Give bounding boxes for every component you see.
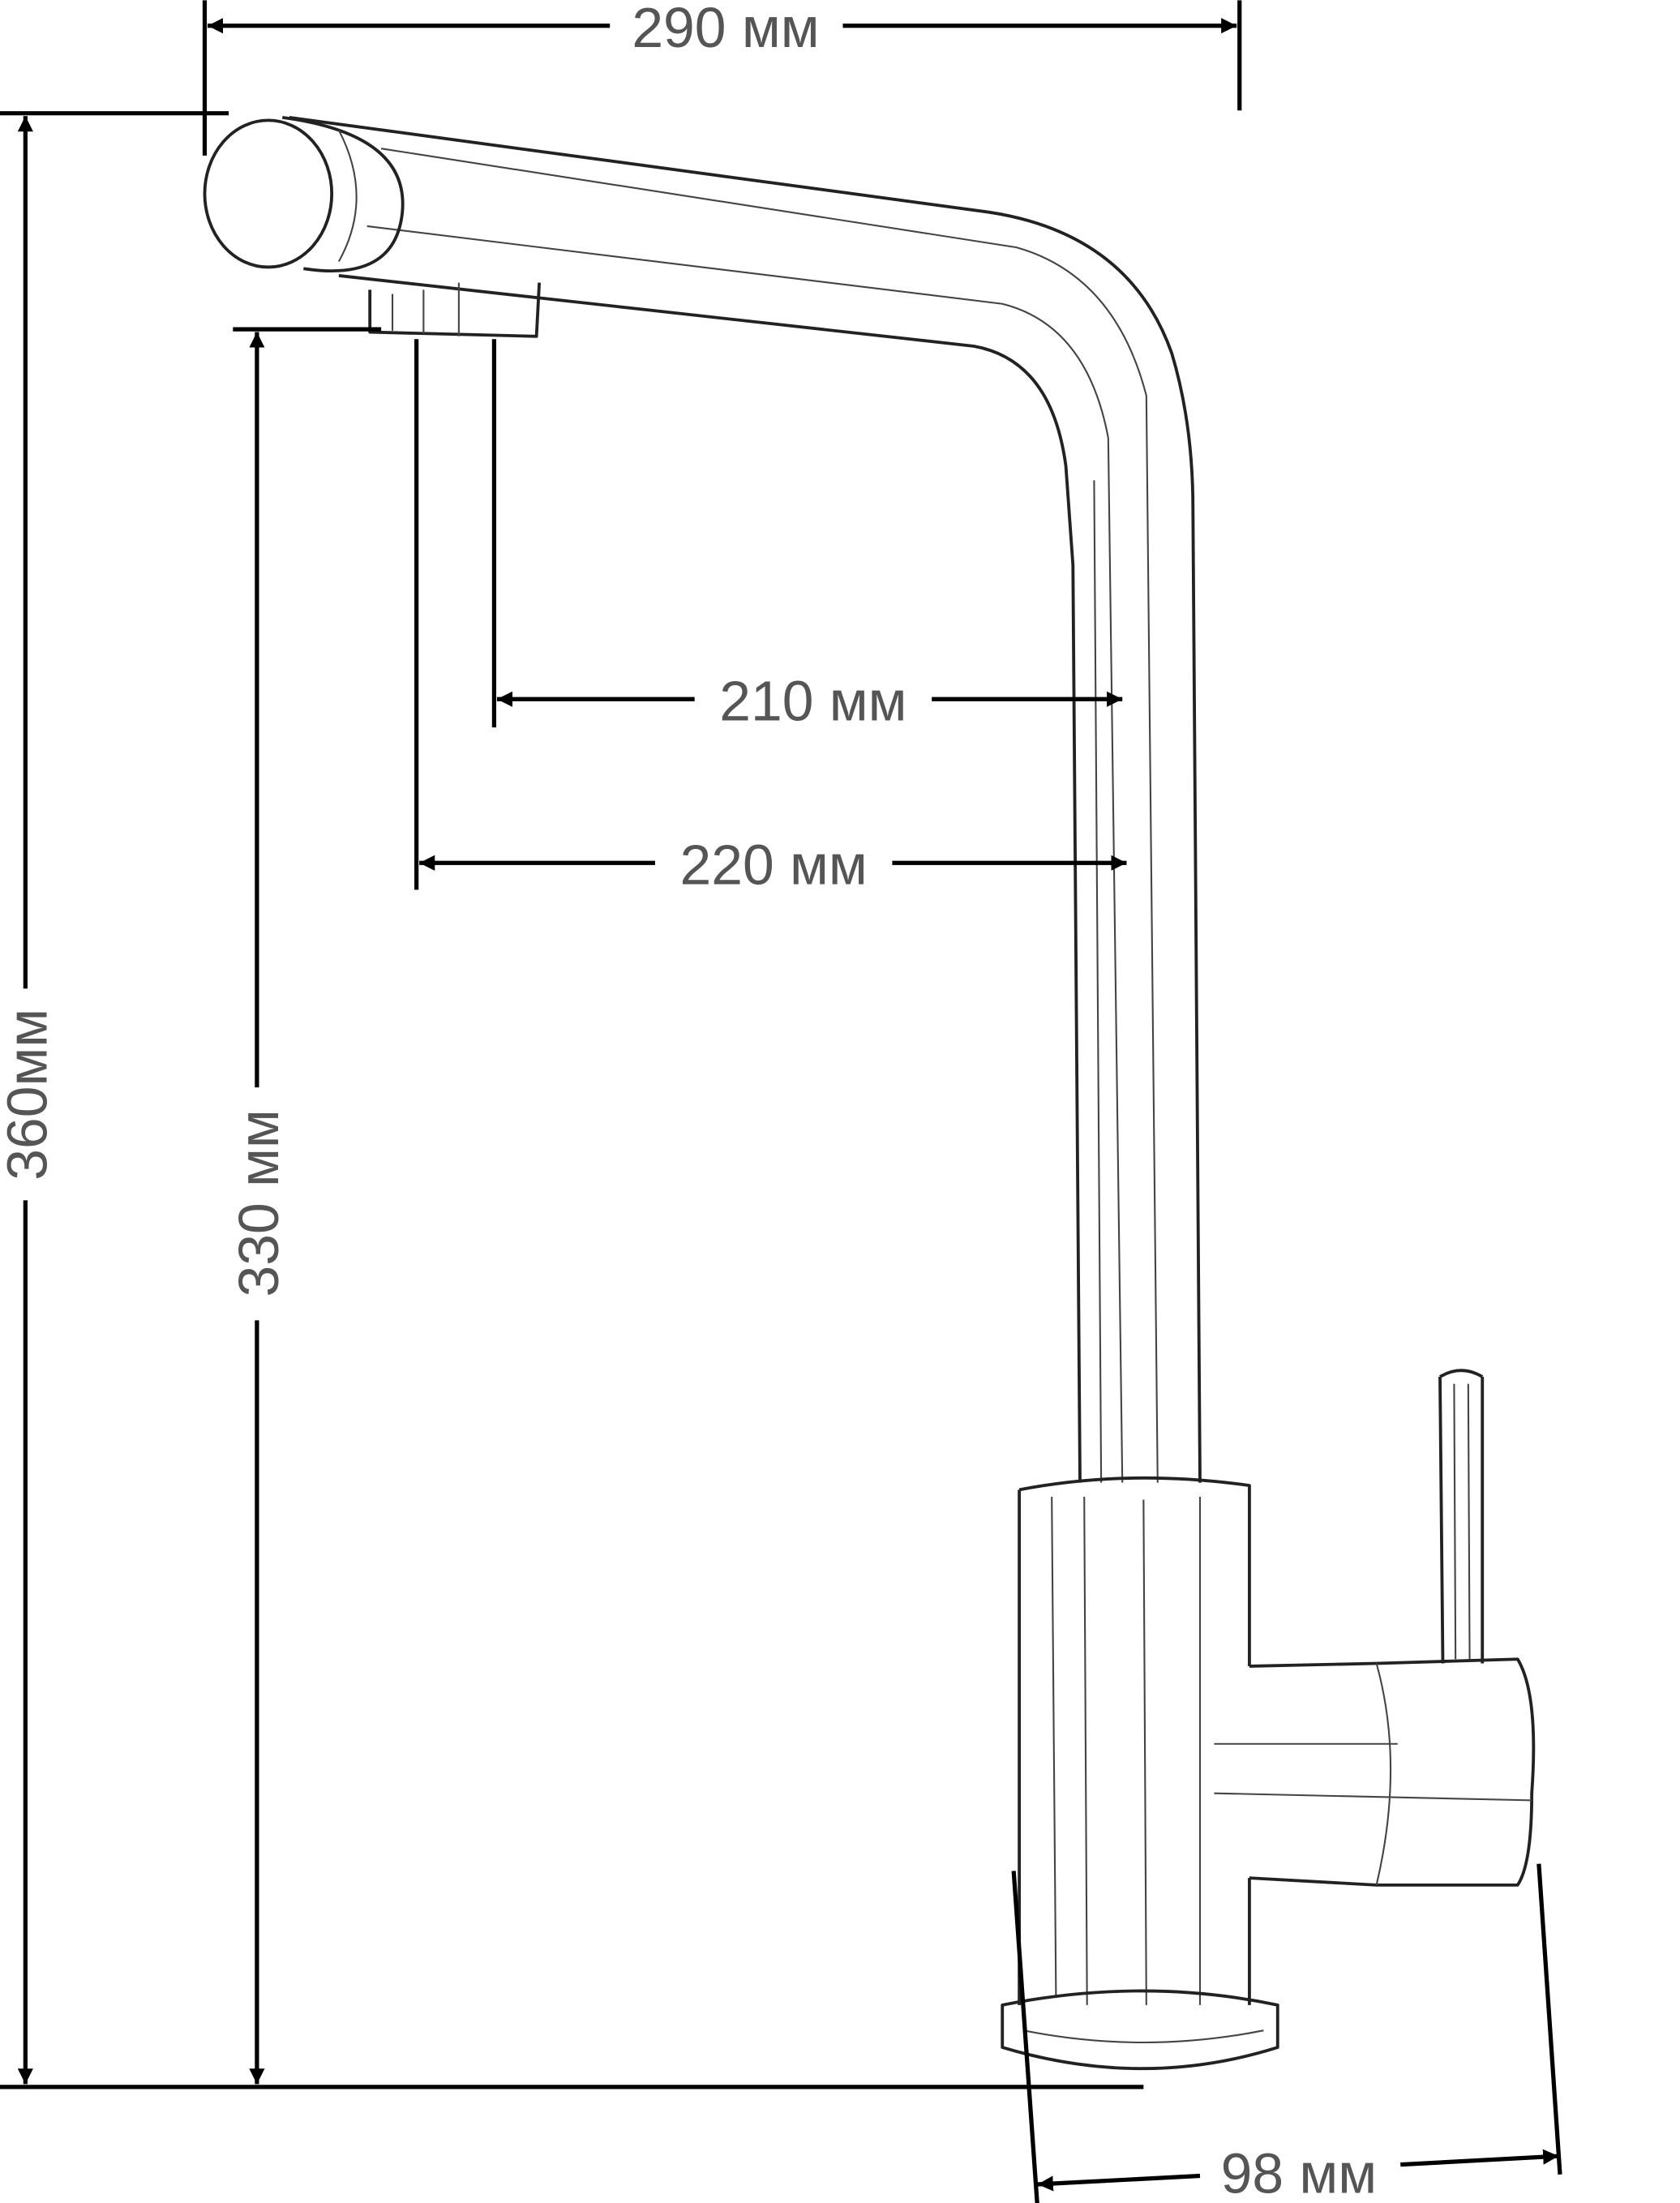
label-total-reach: 290 мм xyxy=(632,0,819,59)
dimension-220: 220 мм xyxy=(414,339,1127,896)
label-reach-inner: 210 мм xyxy=(719,669,906,732)
spout xyxy=(289,116,1202,1483)
label-total-height: 360мм xyxy=(0,1009,58,1181)
label-spout-height: 330 мм xyxy=(227,1109,290,1297)
dimension-210: 210 мм xyxy=(491,339,1123,732)
spout-head xyxy=(203,116,405,272)
handle xyxy=(1214,1369,1536,1887)
label-base-depth: 98 мм xyxy=(1221,2141,1378,2203)
base-body xyxy=(1001,1476,1279,2071)
label-reach-outer: 220 мм xyxy=(680,833,868,896)
dimension-360: 360мм xyxy=(0,111,229,2085)
dimension-330: 330 мм xyxy=(227,327,382,2085)
faucet-drawing xyxy=(203,116,1536,2071)
dimension-98: 98 мм xyxy=(1011,1863,1562,2203)
dimension-290: 290 мм xyxy=(202,0,1242,156)
